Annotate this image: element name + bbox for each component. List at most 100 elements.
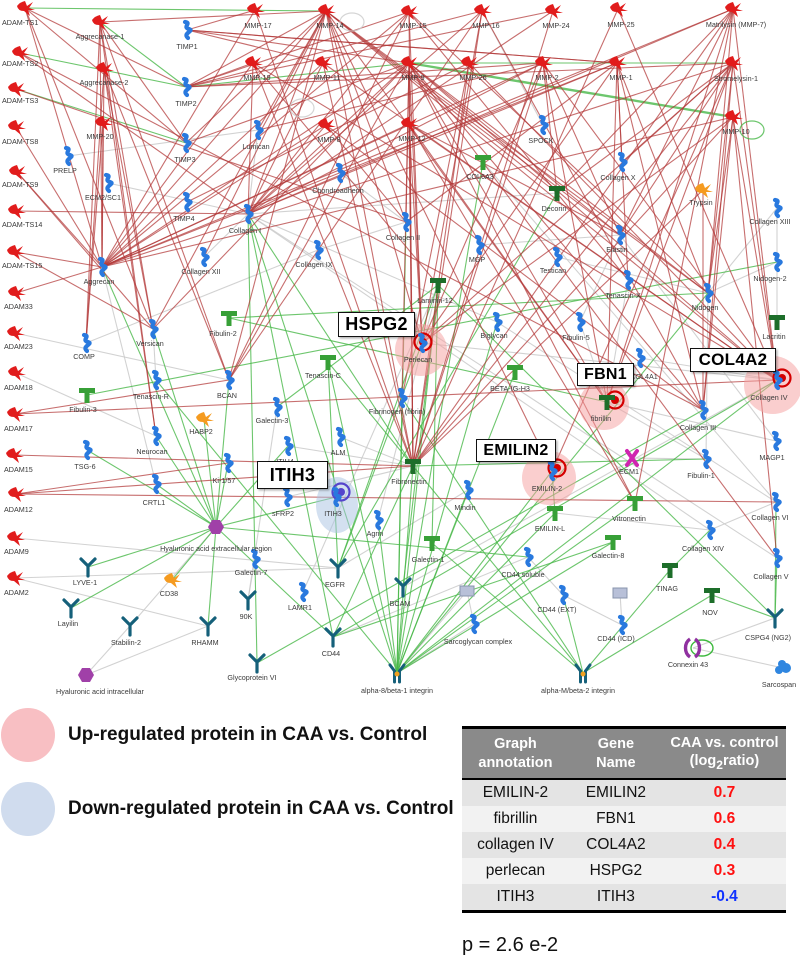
node-label: ADAM-TS15 [2, 261, 42, 270]
node-label: COL6A3 [466, 172, 494, 181]
node-Aggrecanase-1 [92, 15, 110, 30]
node-ADAM-TS3 [8, 82, 26, 97]
edge [247, 213, 334, 638]
node-label: EGFR [325, 580, 345, 589]
node-label: Mindin [454, 503, 475, 512]
node-label: Tenascin-R [133, 392, 169, 401]
node-label: EMILIN-L [535, 524, 565, 533]
node-Tenascin-X [623, 269, 634, 291]
edge [247, 406, 278, 601]
node-label: Aggrecan [84, 277, 115, 286]
edge [15, 462, 229, 495]
node-sFRP2 [282, 486, 293, 508]
edge [556, 256, 709, 294]
edge [185, 10, 327, 88]
cell-ratio: 0.3 [713, 862, 736, 880]
edge [325, 10, 423, 344]
node-label: Galectin-8 [592, 551, 625, 560]
edge [186, 62, 470, 203]
self-loop-edge [739, 120, 765, 140]
edge [14, 379, 230, 415]
node-label: ADAM-TS3 [2, 96, 38, 105]
node-Collagen V [772, 547, 783, 569]
annotation-label-COL4A2: COL4A2 [690, 348, 776, 372]
edge [421, 116, 734, 344]
edge [732, 116, 778, 381]
edge [257, 62, 544, 131]
node-label: Collagen X [600, 173, 635, 182]
node-label: Galectin-1 [412, 555, 445, 564]
node-Testican [552, 246, 563, 268]
node-Collagen XIV [705, 519, 716, 541]
edge [101, 266, 217, 528]
edge [228, 10, 483, 381]
edge [562, 594, 584, 674]
annotation-label-ITIH3: ITIH3 [257, 461, 328, 489]
edge [325, 10, 553, 472]
node-label: Collagen IX [295, 260, 332, 269]
edge [707, 261, 778, 294]
node-Lumican [253, 119, 264, 141]
node-NOV [704, 588, 720, 603]
edge [408, 123, 608, 403]
node-label: MGP [469, 255, 486, 264]
node-fibrillin [599, 395, 615, 410]
edge [396, 512, 556, 674]
node-Lacritin [769, 315, 785, 330]
edge [185, 62, 410, 88]
edge [185, 10, 554, 88]
node-label: MMP-24 [542, 21, 569, 30]
edge [185, 62, 734, 88]
node-Hyaluronic acid intracellular [78, 668, 94, 682]
edge [247, 62, 618, 215]
node-Sarcospan [775, 660, 791, 674]
table-row: EMILIN-2 EMILIN2 0.7 [462, 779, 786, 807]
node-Collagen I [243, 203, 254, 225]
edge [401, 397, 584, 674]
edge [155, 379, 398, 674]
edge [185, 62, 544, 88]
node-alpha-8/beta-1 integrin [388, 663, 406, 684]
edge [408, 123, 423, 344]
edge [412, 8, 619, 467]
node-Collagen VI [771, 491, 782, 513]
node-ADAM23 [7, 326, 25, 341]
edge [412, 10, 554, 467]
node-TSG-6 [82, 439, 93, 461]
node-label: MMP-15 [399, 21, 426, 30]
node-label: CD44 (ICD) [597, 634, 635, 643]
node-HABP2 [196, 412, 214, 427]
node-LAMR1 [298, 581, 309, 603]
down-regulated-ring [331, 482, 351, 502]
node-label: MMP-16 [472, 21, 499, 30]
node-label: ADAM12 [4, 505, 33, 514]
node-label: MMP-26 [459, 73, 486, 82]
node-label: Glycoprotein VI [227, 673, 276, 682]
legend-up-row: Up-regulated protein in CAA vs. Control [1, 708, 427, 762]
edge [171, 526, 217, 581]
edge [14, 251, 154, 330]
node-label: alpha-M/beta-2 integrin [541, 686, 615, 695]
edge [619, 62, 734, 236]
edge [621, 62, 734, 163]
edge [396, 489, 469, 674]
edge [85, 625, 209, 676]
node-MMP-16 [474, 4, 492, 19]
edge [24, 7, 103, 268]
edge [15, 88, 407, 223]
node-label: ADAM33 [4, 302, 33, 311]
node-label: MMP-20 [86, 132, 113, 141]
node-label: ADAM-TS1 [2, 18, 38, 27]
edge [774, 557, 778, 619]
node-COMP [81, 332, 92, 354]
edge [101, 62, 734, 268]
edge [185, 11, 410, 88]
edge [14, 379, 778, 415]
node-label: CD44 soluble [501, 570, 544, 579]
cell-annotation: ITIH3 [496, 888, 535, 906]
node-label: ECM2/SC1 [85, 193, 121, 202]
node-Vitronectin [627, 496, 643, 511]
node-Trypsin [695, 183, 713, 198]
node-label: MAGP1 [759, 453, 784, 462]
